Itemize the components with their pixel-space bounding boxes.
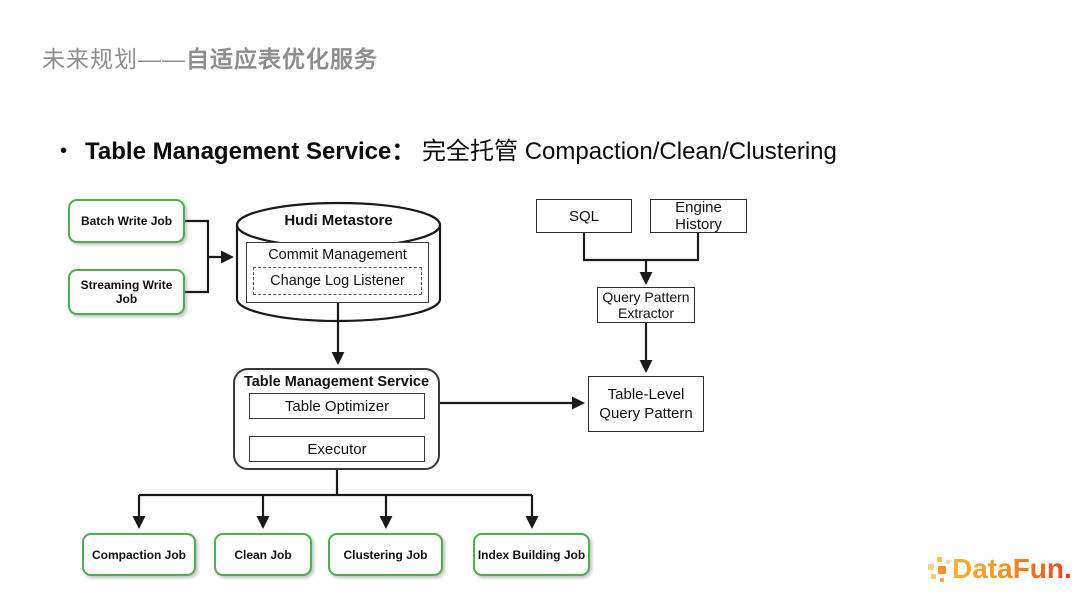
bullet-term: Table Management Service xyxy=(85,138,392,165)
table-management-service-title: Table Management Service xyxy=(243,374,430,390)
node-query-pattern-extractor: Query Pattern Extractor xyxy=(597,287,695,323)
commit-management-label: Commit Management xyxy=(268,247,407,263)
query-pattern-extractor-line2: Extractor xyxy=(617,305,674,321)
node-streaming-write-job: Streaming Write Job xyxy=(68,269,185,315)
node-batch-write-job: Batch Write Job xyxy=(68,199,185,243)
bullet-colon: ： xyxy=(391,138,416,165)
bullet-marker: • xyxy=(60,140,68,162)
title-bold-part: 自适应表优化服务 xyxy=(186,46,378,72)
query-pattern-extractor-line1: Query Pattern xyxy=(602,289,690,305)
page-title: 未来规划——自适应表优化服务 xyxy=(42,40,378,74)
node-engine-history: Engine History xyxy=(650,199,747,233)
hudi-metastore-title: Hudi Metastore xyxy=(284,212,393,229)
table-level-line1: Table-Level xyxy=(607,386,685,403)
change-log-listener-box: Change Log Listener xyxy=(253,267,422,295)
node-compaction-job: Compaction Job xyxy=(82,533,196,576)
title-regular-part: 未来规划—— xyxy=(42,46,186,72)
datafun-logo-text: DataFun. xyxy=(952,553,1072,584)
node-sql: SQL xyxy=(536,199,632,233)
node-table-level-query-pattern: Table-Level Query Pattern xyxy=(588,376,704,432)
bullet-description: 完全托管 Compaction/Clean/Clustering xyxy=(415,138,837,165)
node-clustering-job: Clustering Job xyxy=(328,533,443,576)
node-table-optimizer: Table Optimizer xyxy=(249,393,425,419)
node-executor: Executor xyxy=(249,436,425,462)
node-index-building-job: Index Building Job xyxy=(473,533,590,576)
table-level-line2: Query Pattern xyxy=(599,405,693,422)
bullet-line: • Table Management Service： 完全托管 Compacti… xyxy=(60,131,837,166)
connector-writers-junction xyxy=(185,219,210,294)
node-clean-job: Clean Job xyxy=(214,533,312,576)
datafun-logo: DataFun. xyxy=(926,551,1072,593)
